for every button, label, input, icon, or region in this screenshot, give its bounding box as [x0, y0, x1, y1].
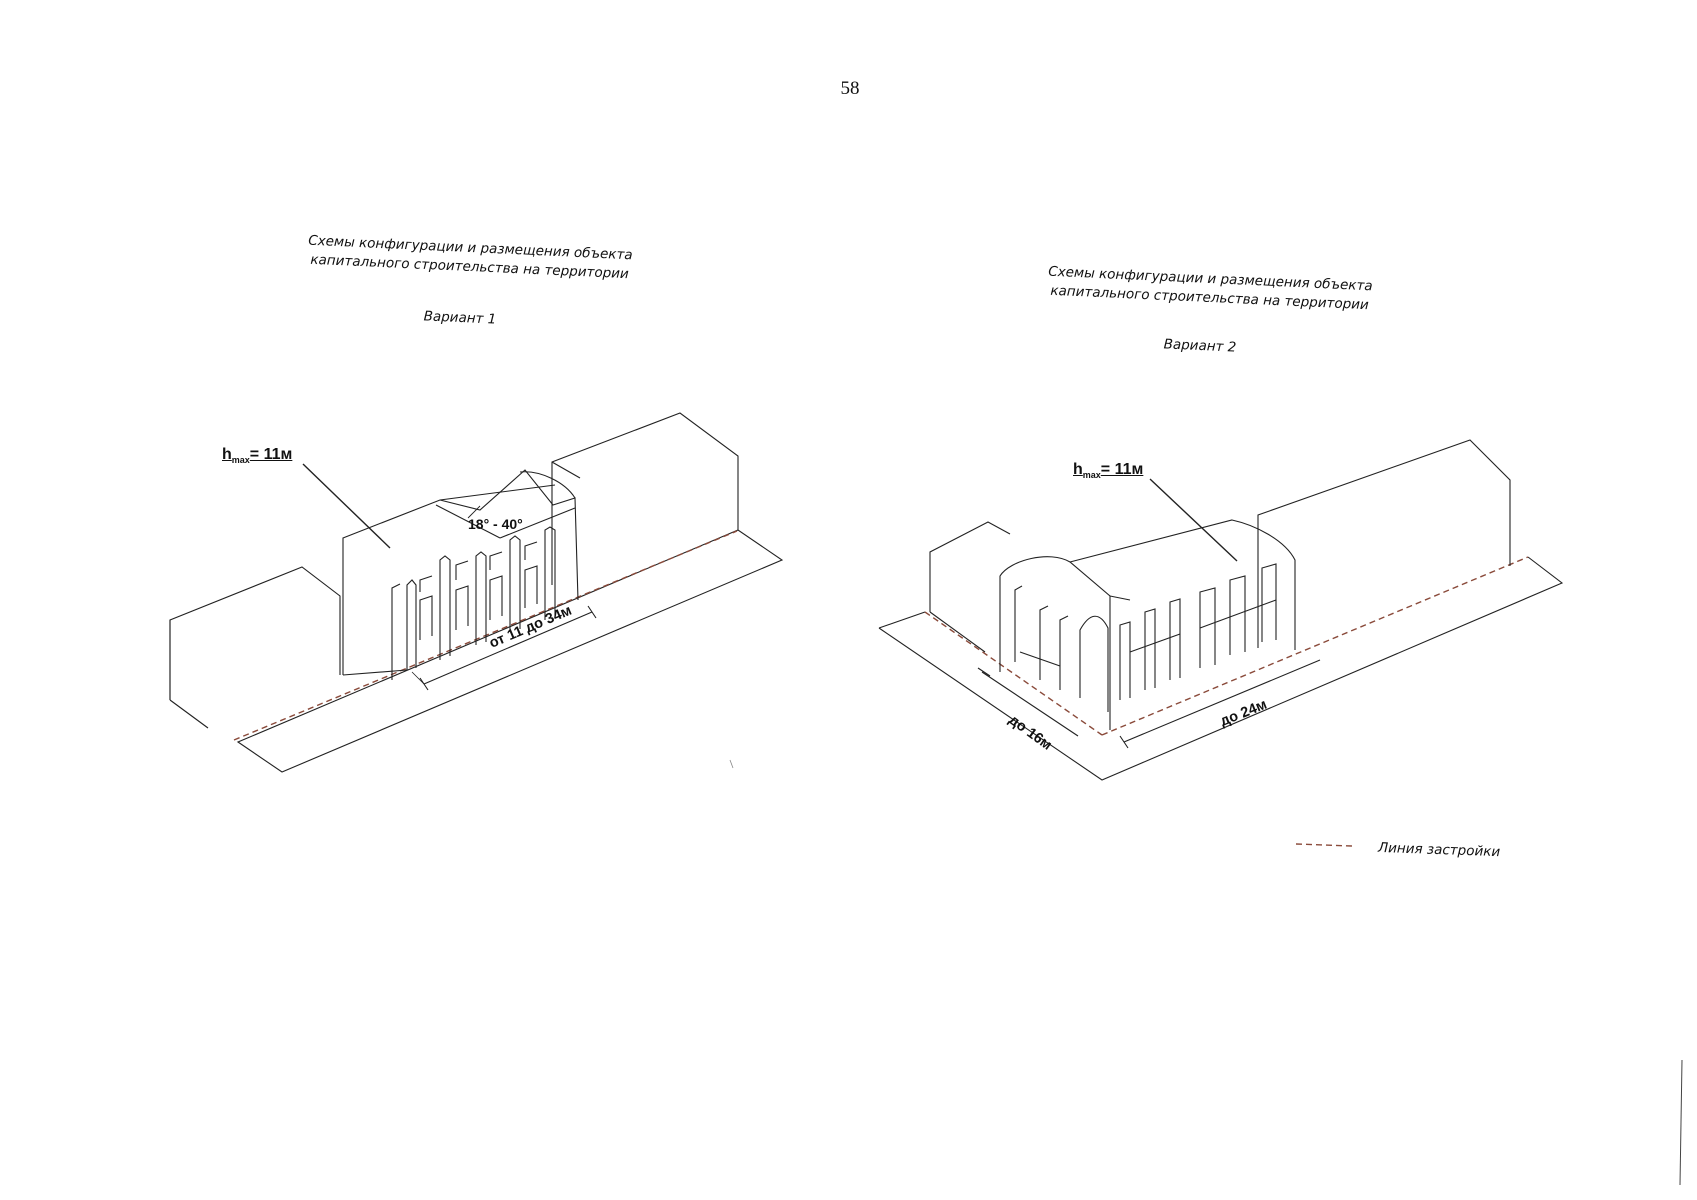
left-neighbour-block — [169, 566, 341, 729]
left-hmax-subscript: max — [231, 455, 250, 466]
right-building-line — [924, 611, 1103, 736]
left-hmax-leader — [302, 463, 391, 549]
left-hmax-symbol: h — [222, 446, 232, 463]
right-hmax-value: = 11м — [1100, 461, 1144, 478]
right-tall-neighbour — [1257, 439, 1511, 648]
right-hmax-label: hmax= 11м — [1073, 461, 1143, 480]
right-frontage-dimension — [1119, 659, 1321, 749]
scan-margin-mark — [1679, 1059, 1683, 1186]
right-hmax-leader — [1149, 478, 1238, 562]
page-number: 58 — [840, 78, 860, 99]
right-hmax-symbol: h — [1073, 461, 1083, 478]
left-frontage-dimension — [411, 605, 597, 691]
right-scheme-diagram — [878, 439, 1564, 781]
legend-building-line-sample — [1295, 843, 1353, 847]
right-side-dimension — [977, 667, 1079, 737]
scan-speck — [729, 759, 734, 769]
left-hmax-label: hmax= 11м — [222, 446, 292, 465]
right-ground-strip — [878, 556, 1564, 781]
right-corner-building — [999, 519, 1296, 730]
left-scheme-diagram — [169, 412, 784, 773]
left-hmax-value: = 11м — [249, 446, 293, 463]
left-ground-strip — [236, 529, 784, 773]
left-angle-marker — [467, 505, 481, 519]
right-left-low-block — [929, 521, 1011, 653]
roof-angle-label: 18° - 40° — [468, 516, 523, 532]
right-hmax-subscript: max — [1082, 470, 1101, 481]
left-central-building — [342, 469, 579, 680]
right-neighbour-block — [551, 412, 739, 585]
